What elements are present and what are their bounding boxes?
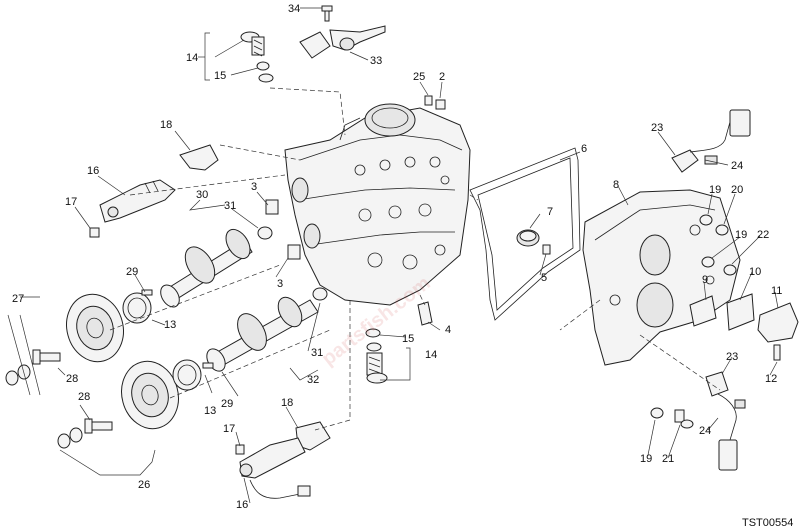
cap-7: [519, 230, 537, 242]
callout-14-bottom: 14: [425, 349, 437, 361]
callout-27: 27: [12, 293, 24, 305]
screw-21: [674, 409, 694, 429]
callout-15-top: 15: [214, 70, 226, 82]
callout-19-bottom: 19: [640, 453, 652, 465]
callout-17-top: 17: [65, 196, 77, 208]
gasket-9: [689, 295, 717, 327]
washer-15: [256, 61, 274, 83]
camshaft-30: [160, 228, 253, 308]
callout-31-top: 31: [224, 200, 236, 212]
plug-3-top: [265, 199, 279, 215]
plug-2: [435, 99, 446, 110]
callout-22: 22: [757, 229, 769, 241]
callout-10: 10: [749, 266, 761, 278]
callout-8: 8: [613, 179, 619, 191]
bolt-28-top: [32, 349, 61, 365]
cover-10: [726, 293, 755, 331]
seal-13-top: [122, 292, 152, 324]
stud-4: [417, 301, 433, 326]
washer-19-bottom: [650, 407, 664, 419]
plug-25: [424, 95, 433, 106]
callout-5: 5: [541, 272, 547, 284]
gear-pulley-bottom: [121, 360, 179, 430]
callout-25: 25: [413, 71, 425, 83]
callout-16-top: 16: [87, 165, 99, 177]
pin-29-bottom: [202, 362, 214, 369]
callout-labels: 34 33 14 15 25 2 18 16 17 30 3 31 29 27 …: [12, 3, 782, 511]
callout-24-top: 24: [731, 160, 743, 172]
callout-21: 21: [662, 453, 674, 465]
sensor-23-top: [671, 109, 751, 173]
plug-3-bottom: [287, 244, 301, 260]
callout-18-bottom: 18: [281, 397, 293, 409]
sensor-33: [299, 25, 386, 59]
sensor-16-bottom: [239, 437, 311, 499]
callout-14-top: 14: [186, 52, 198, 64]
alignment-lines: [109, 87, 721, 431]
callout-32: 32: [307, 374, 319, 386]
tensioner-14-bottom: [366, 352, 388, 384]
callout-29-bottom: 29: [221, 398, 233, 410]
washer-15-bottom: [365, 328, 382, 352]
callout-23-top: 23: [651, 122, 663, 134]
callout-7: 7: [547, 206, 553, 218]
callout-3-top: 3: [251, 181, 257, 193]
sensor-23-bottom: [705, 371, 746, 471]
callout-29-top: 29: [126, 266, 138, 278]
screw-12: [773, 344, 781, 361]
callout-33: 33: [370, 55, 382, 67]
washers-26: [57, 427, 83, 449]
callout-19-top: 19: [709, 184, 721, 196]
sensor-11: [757, 302, 799, 343]
callout-15-bottom: 15: [402, 333, 414, 345]
diagram-code: TST00554: [742, 517, 793, 529]
sensor-18-top: [179, 144, 219, 171]
callout-24-bottom: 24: [699, 425, 711, 437]
callout-9: 9: [702, 274, 708, 286]
callout-3-bottom: 3: [277, 278, 283, 290]
screw-17-bottom: [235, 444, 245, 455]
callout-26: 26: [138, 479, 150, 491]
bolt-34: [321, 5, 333, 22]
sensor-16-top: [99, 179, 176, 223]
callout-6: 6: [581, 143, 587, 155]
callout-12: 12: [765, 373, 777, 385]
gear-pulley-top: [66, 293, 124, 363]
screw-17-top: [89, 227, 100, 238]
timing-cover-8: [582, 189, 741, 366]
callout-19-mid: 19: [735, 229, 747, 241]
callout-28-top: 28: [66, 373, 78, 385]
screw-5: [542, 244, 551, 255]
callout-31-bottom: 31: [311, 347, 323, 359]
callout-11: 11: [771, 285, 782, 297]
callout-2: 2: [439, 71, 445, 83]
washers-19-20-22: [699, 214, 737, 276]
callout-34: 34: [288, 3, 300, 15]
callout-17-bottom: 17: [223, 423, 235, 435]
callout-13-bottom: 13: [204, 405, 216, 417]
washer-31-bottom: [312, 287, 328, 301]
callout-30: 30: [196, 189, 208, 201]
callout-16-bottom: 16: [236, 499, 248, 511]
seal-13-bottom: [172, 359, 202, 391]
pin-29-top: [141, 289, 153, 296]
callout-23-bottom: 23: [726, 351, 738, 363]
tensioner-14: [240, 31, 265, 57]
callout-20: 20: [731, 184, 743, 196]
callout-28-bottom: 28: [78, 391, 90, 403]
cylinder-head: [284, 103, 471, 306]
washer-31-top: [257, 226, 273, 240]
camshaft-32: [206, 296, 319, 372]
callout-18-top: 18: [160, 119, 172, 131]
leader-lines: [7, 7, 779, 504]
bolt-28-bottom: [84, 418, 113, 434]
callout-4: 4: [445, 324, 451, 336]
callout-13-top: 13: [164, 319, 176, 331]
